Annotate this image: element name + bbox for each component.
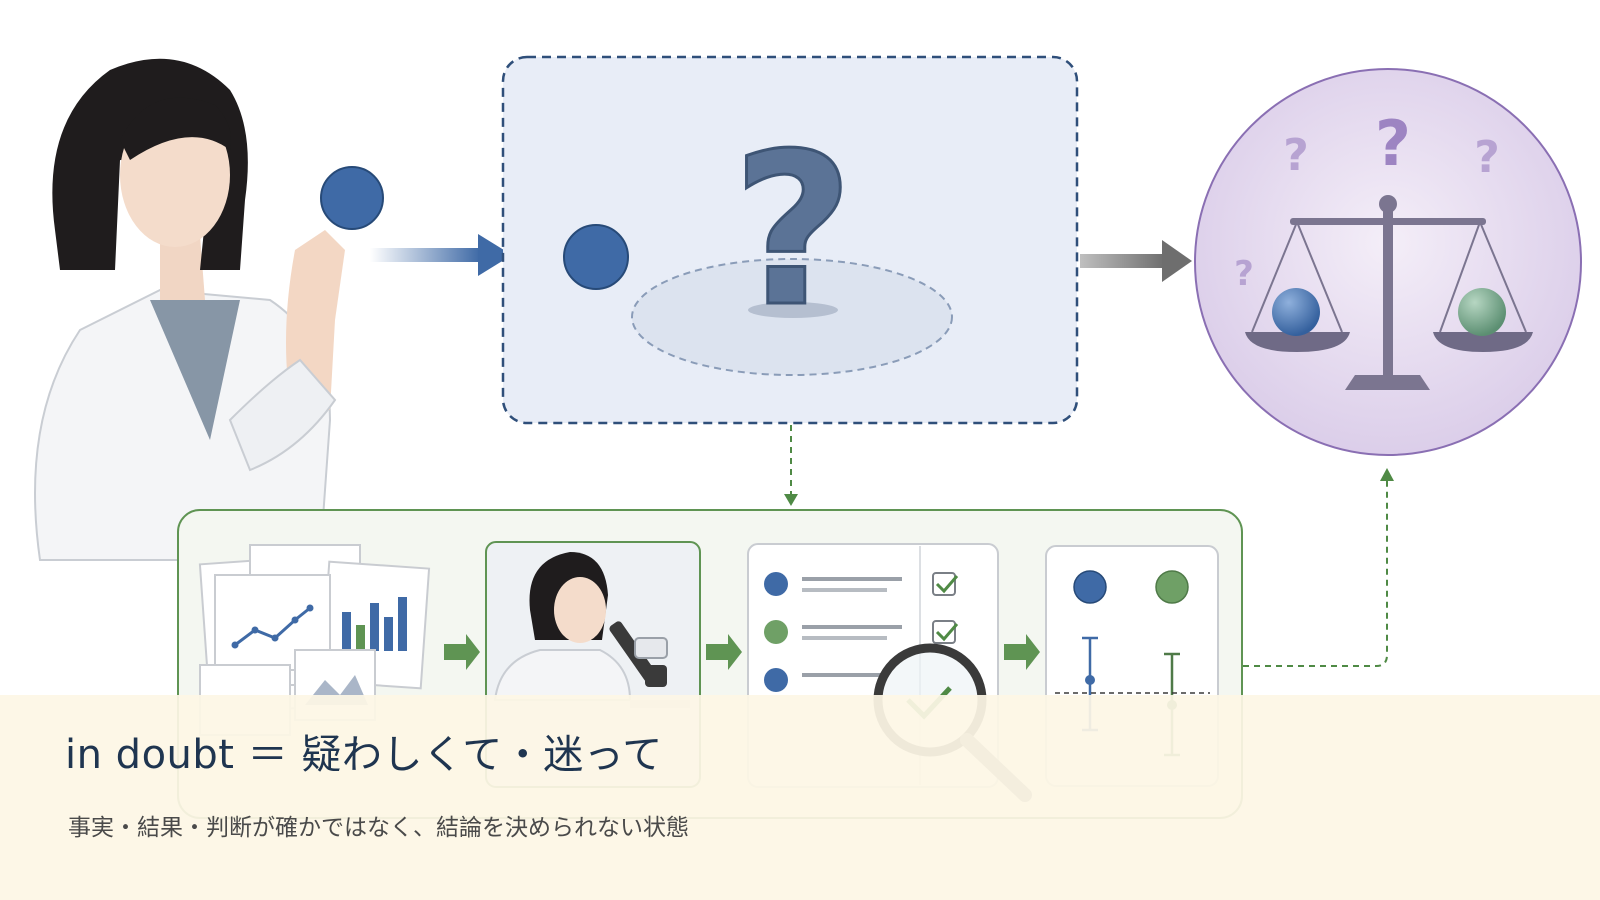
connector-up-icon [1243, 468, 1394, 667]
caption-title: in doubt ＝ 疑わしくて・迷って [65, 732, 663, 778]
step-arrow-2-icon [706, 634, 742, 670]
caption-subtitle: 事実・結果・判断が確かではなく、結論を決められない状態 [68, 815, 689, 841]
step-arrow-3-icon [1004, 634, 1040, 670]
result-arrow-icon [1080, 240, 1192, 282]
connector-down-icon [784, 425, 798, 506]
caption-band [0, 695, 1600, 900]
svg-text:?: ? [1234, 254, 1254, 294]
svg-text:?: ? [732, 108, 854, 353]
scientist-holding-ball-icon [34, 58, 384, 561]
balance-scale-icon: ? ? ? ? [1194, 68, 1582, 456]
step-arrow-1-icon [444, 634, 480, 670]
svg-text:?: ? [1375, 107, 1411, 180]
svg-text:?: ? [1283, 130, 1309, 181]
svg-text:?: ? [1474, 132, 1500, 183]
unknown-outcome-icon [501, 55, 1079, 425]
question-mark-icon: ? [731, 107, 856, 355]
